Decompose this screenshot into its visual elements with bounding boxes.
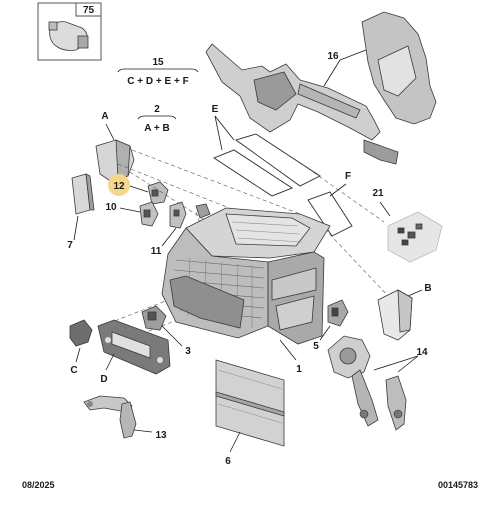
footer-reference: 00145783 [438,480,478,490]
formula-15: 15 C + D + E + F [117,57,199,87]
part-7: 7 [67,173,95,251]
footer-date: 08/2025 [22,480,55,490]
part-D: D [97,319,171,385]
callout-C: C [70,365,77,376]
callout-14: 14 [416,347,428,358]
formula-15-text: C + D + E + F [127,76,188,87]
part-B: B [377,283,432,341]
part-16-duct: 16 [205,11,437,165]
callout-1: 1 [296,364,302,375]
part-6-filter: 6 [215,359,285,467]
part-21-connector: 21 [372,188,443,263]
callout-12: 12 [113,181,125,192]
callout-E: E [212,104,219,115]
callout-F: F [345,171,351,182]
part-75-inset: 75 [37,2,102,61]
callout-6: 6 [225,456,231,467]
callout-2: 2 [154,104,160,115]
formula-2-text: A + B [144,123,169,134]
callout-10: 10 [105,202,117,213]
callout-11: 11 [151,246,162,257]
callout-D: D [100,374,107,385]
part-E-seals: E [212,104,321,197]
callout-15: 15 [152,57,164,68]
callout-A: A [101,111,108,122]
formula-2: 2 A + B [137,104,177,134]
part-10: 10 [105,201,159,227]
part-14: 14 [327,335,428,431]
part-11: 11 [151,201,211,257]
highlight-12 [108,174,130,196]
callout-B: B [424,283,431,294]
callout-21: 21 [372,188,384,199]
part-13: 13 [83,395,167,441]
callout-5: 5 [313,341,319,352]
part-1-hvac-housing: 1 [161,207,331,375]
part-3: 3 [141,305,191,357]
callout-3: 3 [185,346,191,357]
part-5: 5 [313,299,349,352]
callout-7: 7 [67,240,73,251]
callout-16: 16 [327,51,339,62]
part-A: A [95,111,135,183]
part-C: C [69,319,93,376]
part-12-highlighted: 12 [108,174,169,205]
callout-75: 75 [83,5,95,16]
callout-13: 13 [155,430,167,441]
